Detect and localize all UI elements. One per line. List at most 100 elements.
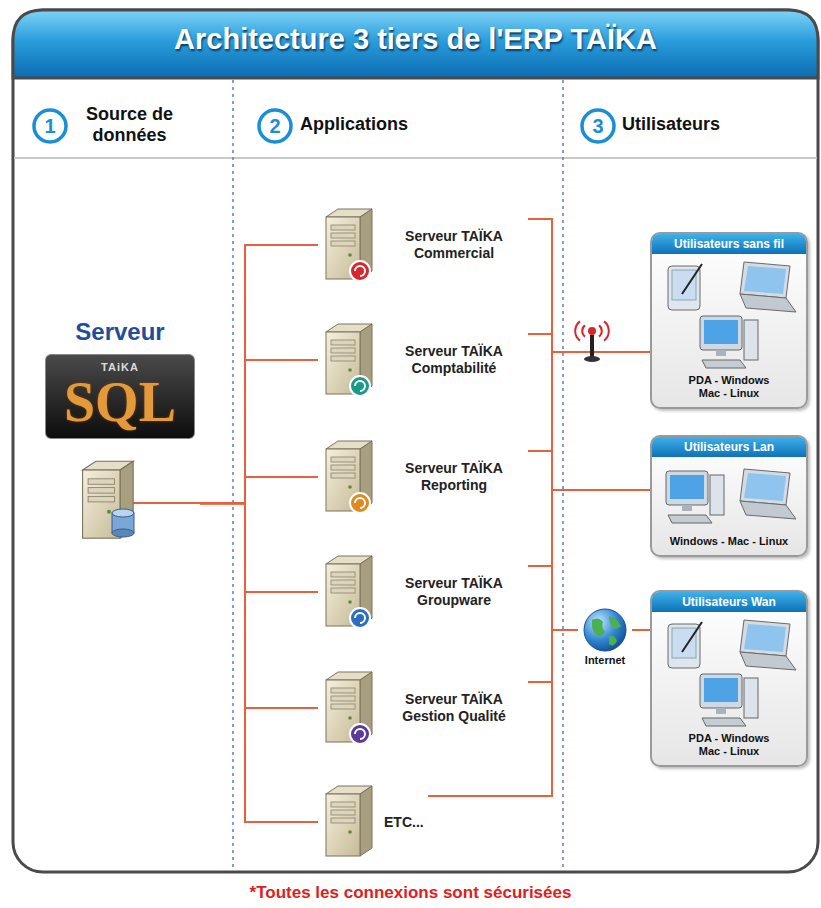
network-link: [200, 503, 318, 592]
internet-globe: Internet: [578, 608, 632, 666]
database-icon-part: [112, 509, 134, 537]
network-link: [200, 503, 318, 708]
database-icon-part: [88, 488, 114, 494]
server-icon-part: [355, 498, 365, 508]
antenna-icon: [575, 321, 609, 362]
server-icon-part: [331, 810, 355, 815]
diagram-title: Architecture 3 tiers de l'ERP TAÏKA: [13, 23, 818, 56]
server-icon-part: [326, 209, 372, 281]
globe-icon: [583, 608, 627, 652]
step-number: 1: [34, 110, 66, 142]
application-server: Serveur TAÏKA Gestion Qualité: [318, 668, 528, 748]
server-label: Serveur TAÏKA Gestion Qualité: [384, 691, 524, 725]
network-link: [200, 245, 318, 503]
network-link: [528, 219, 650, 490]
device-icons-part: [668, 622, 702, 668]
server-icon-part: [331, 588, 355, 593]
application-server: Serveur TAÏKA Reporting: [318, 437, 528, 517]
device-icons-part: [740, 469, 790, 505]
server-icon: [318, 320, 378, 400]
server-icon-part: [326, 556, 372, 628]
device-icons-part: [744, 473, 786, 501]
device-icons-part: [682, 505, 692, 511]
user-group-box: Utilisateurs sans filPDA - Windows Mac -…: [650, 232, 808, 409]
network-link: [528, 334, 650, 352]
database-icon-part: [130, 502, 200, 504]
server-icon-part: [326, 794, 360, 856]
server-icon-part: [348, 716, 352, 720]
database-icon-part: [112, 529, 134, 537]
server-icon-part: [348, 600, 352, 604]
database-icon-part: [112, 509, 134, 517]
device-icons-part: [672, 628, 696, 658]
server-icon-part: [348, 253, 352, 257]
network-link: [528, 451, 650, 490]
device-icons-part: [740, 262, 796, 312]
user-group-header: Utilisateurs sans fil: [652, 234, 806, 254]
device-icons-part: [744, 266, 786, 294]
step-number: 2: [259, 110, 291, 142]
server-icon-part: [331, 818, 355, 823]
database-icon-part: [107, 510, 111, 514]
user-group-header: Utilisateurs Wan: [652, 592, 806, 612]
server-icon-part: [331, 225, 355, 230]
device-icons-part: [740, 501, 796, 519]
device-icons-part: [670, 475, 704, 499]
sql-logo: TAiKASQL: [45, 354, 195, 439]
server-icon-part: [331, 580, 355, 585]
server-icon-part: [348, 485, 352, 489]
step-circle: [34, 110, 66, 142]
network-link: [528, 219, 650, 352]
antenna-icon-part: [599, 325, 602, 336]
server-icon: [318, 205, 378, 285]
device-icons-part: [666, 471, 708, 505]
network-link: [200, 503, 318, 822]
server-icon: [318, 437, 378, 517]
column-separator: [562, 80, 564, 870]
title-banner: [13, 10, 818, 78]
internet-label: Internet: [585, 654, 625, 666]
device-icons-part: [740, 620, 796, 670]
server-icon-part: [331, 572, 355, 577]
globe-icon-part: [609, 636, 617, 646]
server-icon-part: [331, 465, 355, 470]
device-list: Windows - Mac - Linux: [670, 533, 788, 555]
server-icon-part: [331, 457, 355, 462]
server-icon-part: [355, 729, 365, 739]
device-icons-part: [740, 652, 796, 670]
server-icon-part: [326, 441, 372, 513]
device-icons-part: [740, 469, 796, 519]
user-group-header: Utilisateurs Lan: [652, 437, 806, 457]
server-icon-part: [331, 696, 355, 701]
server-icon: [318, 668, 378, 748]
database-icon-part: [88, 497, 114, 503]
device-icons-part: [700, 316, 742, 350]
network-link: [200, 360, 318, 503]
server-label: Serveur TAÏKA Commercial: [384, 228, 524, 262]
application-server: Serveur TAÏKA Groupware: [318, 552, 528, 632]
database-server: ServeurTAiKASQL: [40, 318, 200, 548]
server-icon-part: [355, 613, 365, 623]
server-icon-part: [350, 724, 370, 744]
network-link: [528, 352, 650, 566]
antenna-icon-part: [588, 327, 596, 335]
device-list: PDA - Windows Mac - Linux: [679, 372, 779, 407]
device-icons: [652, 254, 806, 372]
device-icons-part: [702, 360, 746, 368]
network-link: [528, 490, 650, 566]
server-icon-part: [360, 786, 372, 856]
device-list: PDA - Windows Mac - Linux: [679, 730, 779, 765]
column-heading: Applications: [300, 114, 460, 135]
globe-icon-part: [584, 609, 626, 651]
column-heading: Source de données: [72, 104, 187, 145]
application-server: Serveur TAÏKA Comptabilité: [318, 320, 528, 400]
device-icons-part: [682, 264, 702, 294]
server-icon-part: [348, 830, 352, 834]
column-separator: [232, 80, 234, 870]
server-label: Serveur TAÏKA Comptabilité: [384, 343, 524, 377]
header-row-rule: [14, 157, 817, 159]
device-icons-part: [700, 316, 758, 368]
device-icons-part: [700, 674, 758, 726]
device-icons-part: [704, 320, 738, 344]
